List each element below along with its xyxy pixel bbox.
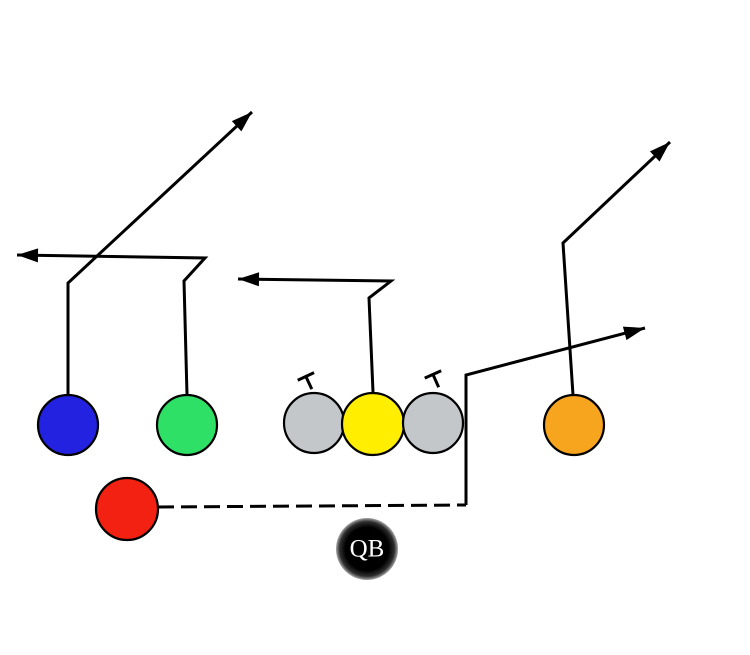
route-red-wheel-line (464, 326, 646, 505)
route-orange-post-line (561, 140, 672, 396)
back-red-circle[interactable] (94, 476, 160, 542)
lineman-left-gray-circle[interactable] (282, 391, 346, 455)
route-blue-corner (66, 110, 254, 395)
route-green-out-arrowhead (17, 248, 39, 263)
block-mark-right-stem (431, 373, 441, 388)
receiver-blue-circle[interactable] (36, 393, 100, 457)
route-orange-post (561, 140, 672, 396)
block-mark-right (424, 369, 442, 388)
receiver-blue[interactable] (36, 393, 100, 457)
route-yellow-out (237, 272, 396, 393)
route-blue-corner-arrowhead (231, 112, 252, 132)
route-yellow-out-arrowhead (238, 272, 260, 287)
route-blue-corner-line (66, 110, 254, 395)
back-red[interactable] (94, 476, 160, 542)
lineman-right-gray-circle[interactable] (401, 391, 465, 455)
receiver-orange[interactable] (542, 393, 606, 457)
block-mark-right-bar (424, 369, 442, 380)
quarterback-label: QB (350, 536, 385, 563)
route-red-wheel (464, 326, 646, 505)
quarterback-circle[interactable] (336, 518, 398, 580)
receiver-orange-circle[interactable] (542, 393, 606, 457)
motion-red-dashed-line (157, 503, 467, 509)
block-mark-left (297, 371, 315, 390)
receiver-green[interactable] (155, 393, 219, 457)
route-orange-post-arrowhead (649, 142, 670, 162)
quarterback[interactable]: QB (336, 518, 398, 580)
route-green-out (16, 248, 209, 396)
block-mark-left-stem (304, 375, 314, 390)
motion-red-dashed (157, 503, 467, 509)
lineman-left-gray[interactable] (282, 391, 346, 455)
lineman-right-gray[interactable] (401, 391, 465, 455)
receiver-green-circle[interactable] (155, 393, 219, 457)
center-yellow[interactable] (340, 391, 406, 457)
route-yellow-out-line (237, 277, 396, 393)
center-yellow-circle[interactable] (340, 391, 406, 457)
route-red-wheel-arrowhead (622, 326, 645, 341)
route-green-out-line (16, 253, 209, 396)
block-mark-left-bar (297, 371, 315, 382)
